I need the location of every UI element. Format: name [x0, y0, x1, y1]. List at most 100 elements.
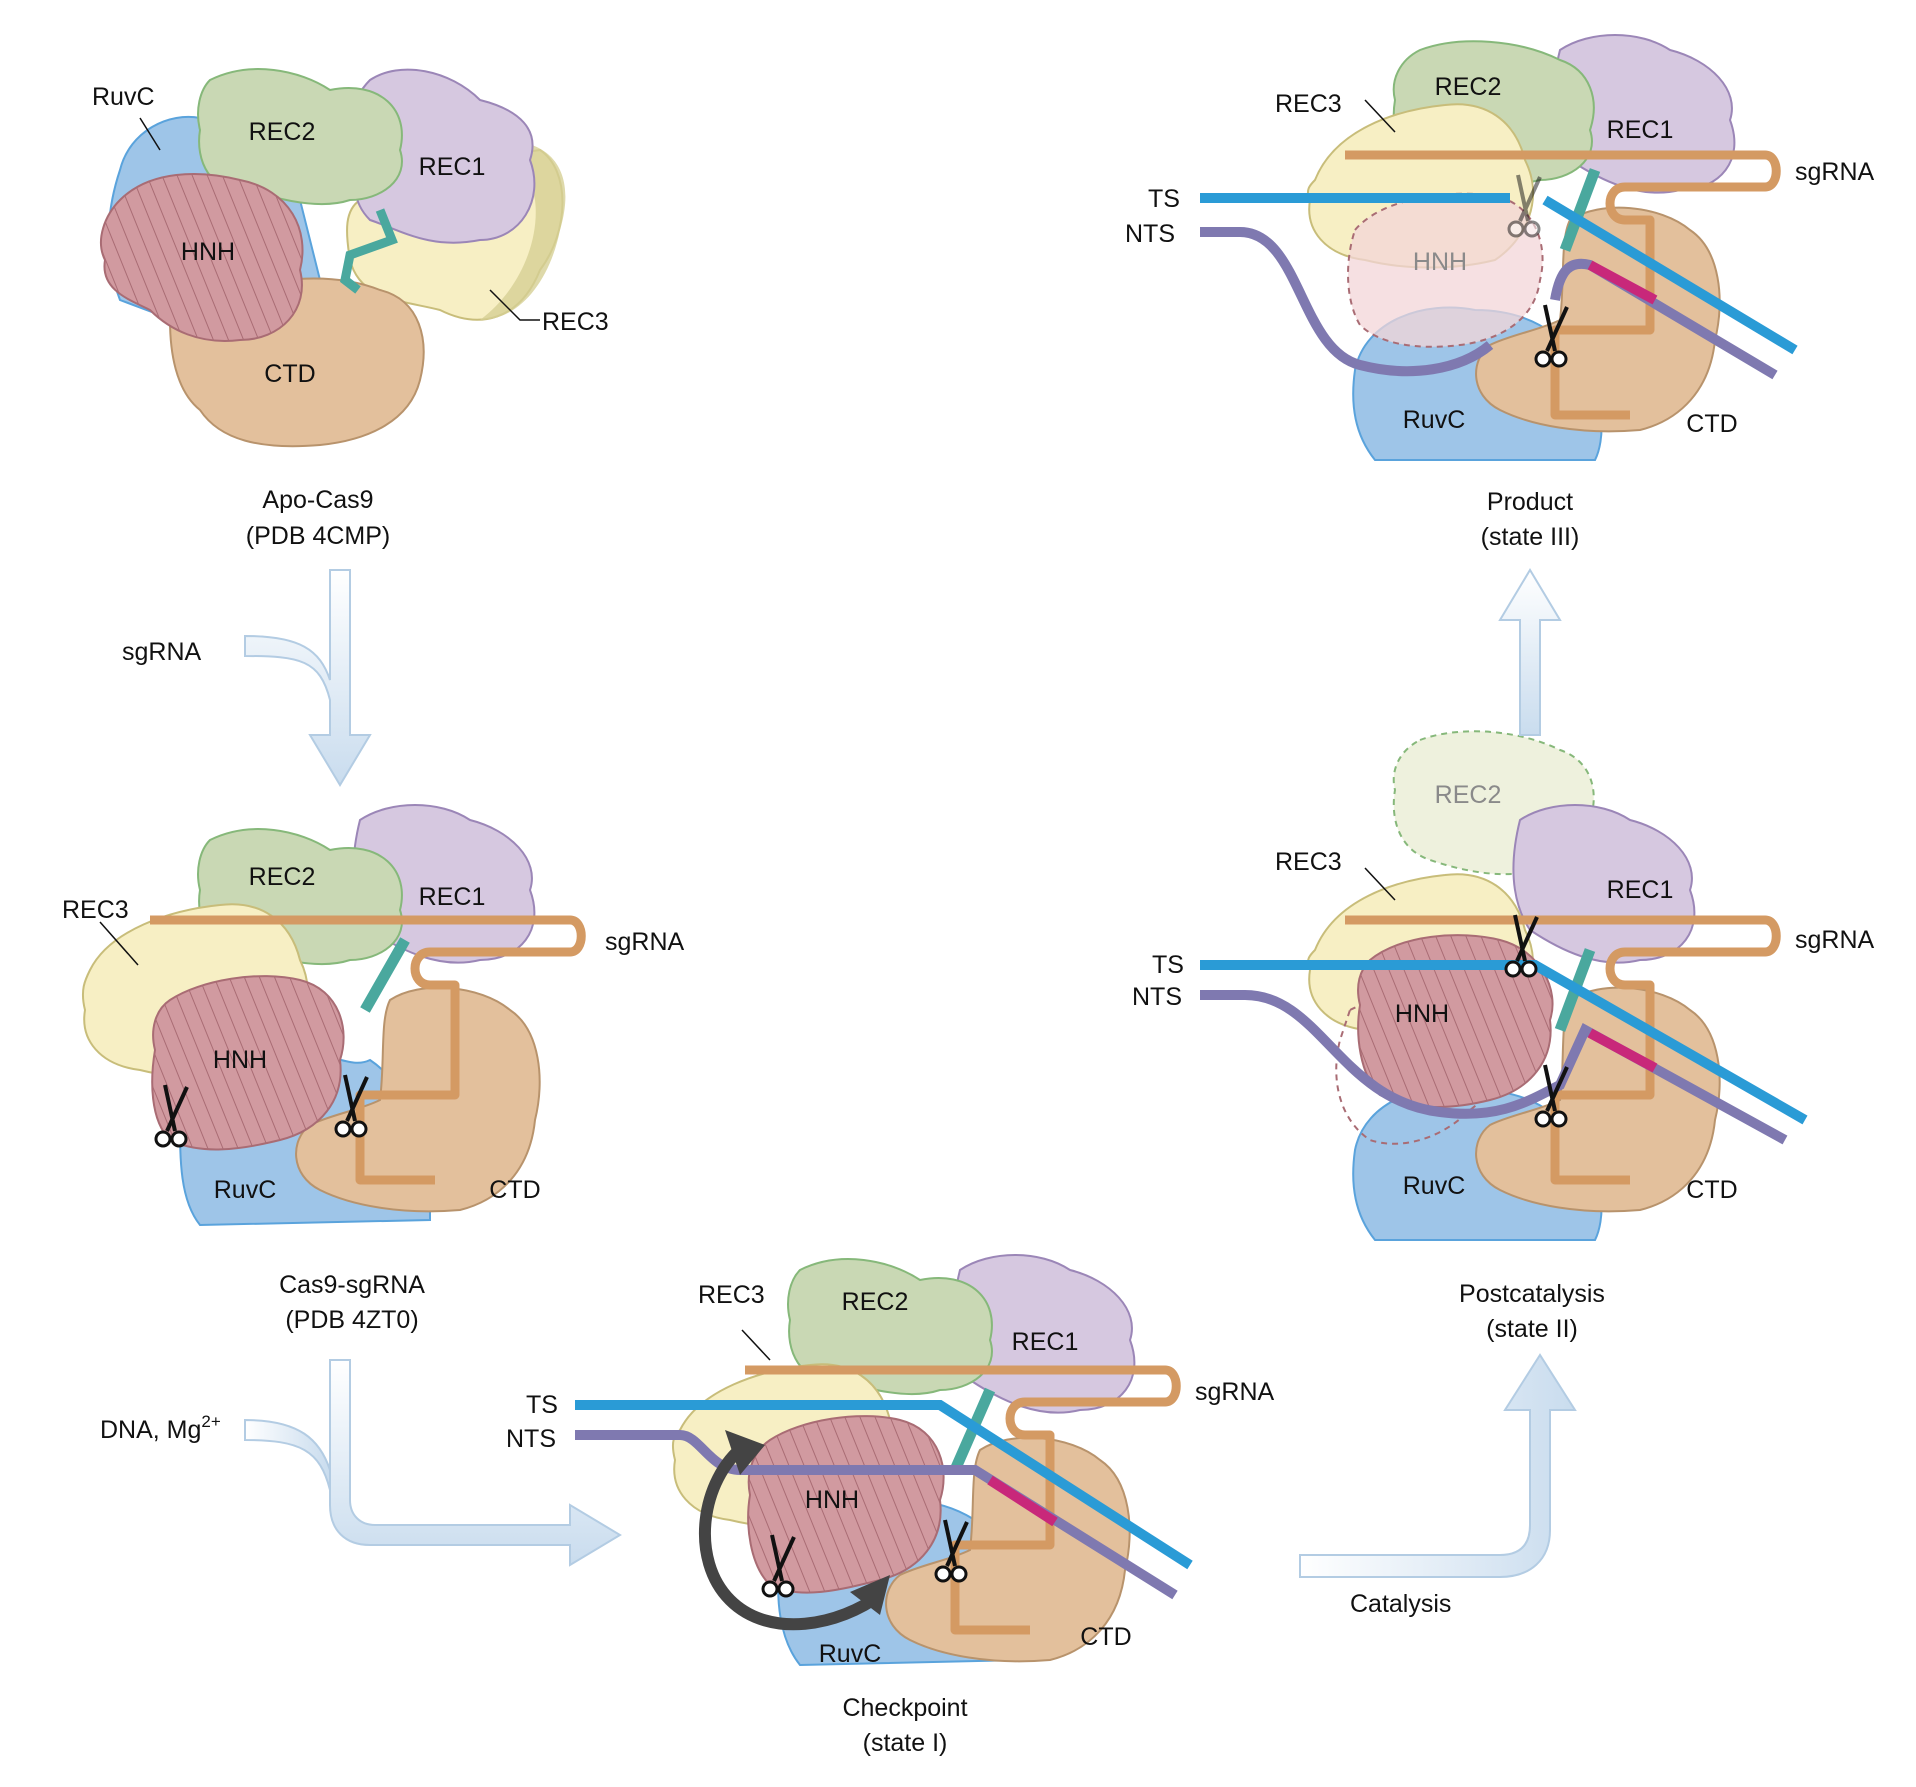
apo-caption-line2: (PDB 4CMP)	[246, 522, 390, 550]
rec3-leader-line	[99, 921, 139, 966]
ts-strand	[575, 1400, 1193, 1570]
step2-superscript: 2+	[201, 1412, 220, 1431]
state-product: REC3 REC2 REC1 HNH RuvC CTD sgRNA TS NTS…	[1125, 34, 1875, 551]
transition-arrow-icon	[244, 1418, 331, 1491]
linker-helix	[1559, 168, 1601, 252]
rec3-leader-line	[741, 1329, 771, 1361]
ruvc-label: RuvC	[214, 1176, 277, 1204]
rec2-label: REC2	[1435, 73, 1502, 101]
nts-label: NTS	[1132, 983, 1182, 1011]
transition-arrow-dna: DNA, Mg2+	[100, 1359, 622, 1567]
ctd-label: CTD	[1080, 1623, 1131, 1651]
sgrna-label: sgRNA	[1795, 158, 1875, 186]
ruvc-leader-line	[139, 117, 161, 151]
rec2-ghost-label: REC2	[1435, 781, 1502, 809]
linker-helix	[340, 208, 398, 294]
transition-arrow-release	[1498, 568, 1562, 736]
nts-label: NTS	[506, 1425, 556, 1453]
rotation-arrow-head	[725, 1430, 765, 1475]
ts-label: TS	[526, 1391, 558, 1419]
product-caption-line2: (state III)	[1481, 523, 1580, 551]
transition-arrow-icon	[1498, 568, 1562, 736]
linker-helix	[360, 937, 410, 1013]
ts-label: TS	[1152, 951, 1184, 979]
ctd-label: CTD	[1686, 410, 1737, 438]
state-binary: REC3 REC2 REC1 HNH RuvC CTD sgRNA Cas9-s…	[62, 804, 685, 1334]
step3-label: Catalysis	[1350, 1590, 1451, 1618]
transition-arrow-catalysis: Catalysis	[1299, 1353, 1577, 1618]
rec1-label: REC1	[419, 153, 486, 181]
postcatalysis-caption-line1: Postcatalysis	[1459, 1280, 1605, 1308]
sgrna-strand	[1345, 915, 1781, 1185]
rec3-outer	[480, 140, 566, 320]
rec3-label: REC3	[1275, 90, 1342, 118]
pam-segment	[1587, 1028, 1658, 1073]
rec3-label: REC3	[1275, 848, 1342, 876]
rec2-domain	[197, 68, 403, 206]
hnh-label: HNH	[213, 1046, 267, 1074]
state-checkpoint: REC3 REC2 REC1 HNH RuvC CTD sgRNA TS NTS…	[506, 1254, 1275, 1757]
hnh-label: HNH	[805, 1486, 859, 1514]
rec3-label: REC3	[698, 1281, 765, 1309]
rec2-label: REC2	[842, 1288, 909, 1316]
rec1-label: REC1	[419, 883, 486, 911]
rec2-label: REC2	[249, 863, 316, 891]
rec2-domain	[787, 1258, 993, 1396]
apo-caption-line1: Apo-Cas9	[262, 486, 373, 514]
ts-strand-cleaved	[1542, 195, 1798, 355]
nts-strand	[1200, 227, 1494, 377]
transition-arrow-icon	[1299, 1353, 1577, 1578]
hnh-ghost-label: HNH	[1413, 248, 1467, 276]
transition-arrow-icon	[329, 1359, 622, 1567]
step2-label: DNA, Mg2+	[100, 1412, 221, 1444]
hnh-domain	[1357, 934, 1554, 1108]
rotation-arrow-icon	[698, 1440, 884, 1631]
postcatalysis-caption-line2: (state II)	[1486, 1315, 1578, 1343]
ctd-label: CTD	[264, 360, 315, 388]
pam-segment	[987, 1475, 1058, 1527]
hnh-domain	[747, 1415, 945, 1594]
binary-caption-line2: (PDB 4ZT0)	[285, 1306, 418, 1334]
ctd-label: CTD	[1686, 1176, 1737, 1204]
step2-main: DNA, Mg	[100, 1416, 201, 1444]
nts-strand	[1200, 990, 1788, 1145]
state-apo: RuvC REC2 REC1 HNH CTD REC3 Apo-Cas9 (PD…	[92, 68, 609, 550]
hnh-domain	[100, 173, 304, 342]
transition-arrow-icon	[244, 569, 372, 787]
sgrna-strand	[1345, 150, 1781, 420]
state-postcatalysis: REC3 REC2 REC1 HNH RuvC CTD sgRNA TS NTS…	[1132, 730, 1875, 1343]
rotation-arrow-head	[850, 1575, 890, 1615]
nts-strand-cleaved	[1550, 258, 1778, 380]
ruvc-label: RuvC	[92, 83, 155, 111]
ruvc-label: RuvC	[1403, 1172, 1466, 1200]
hnh-label: HNH	[181, 238, 235, 266]
rec3-label: REC3	[542, 308, 609, 336]
sgrna-label: sgRNA	[605, 928, 685, 956]
hnh-domain	[151, 975, 345, 1151]
rec3-leader-line	[1364, 99, 1396, 133]
rec1-label: REC1	[1607, 116, 1674, 144]
ctd-label: CTD	[489, 1176, 540, 1204]
nts-label: NTS	[1125, 220, 1175, 248]
rec3-leader-line	[1364, 867, 1396, 901]
hnh-label: HNH	[1395, 1000, 1449, 1028]
ruvc-label: RuvC	[1403, 406, 1466, 434]
ruvc-label: RuvC	[819, 1640, 882, 1668]
sgrna-strand	[745, 1365, 1181, 1635]
sgrna-label: sgRNA	[1795, 926, 1875, 954]
checkpoint-caption-line2: (state I)	[863, 1729, 948, 1757]
step1-label: sgRNA	[122, 638, 202, 666]
pam-segment	[1587, 260, 1658, 305]
rec1-label: REC1	[1607, 876, 1674, 904]
sgrna-strand	[150, 915, 586, 1185]
rec2-label: REC2	[249, 118, 316, 146]
rec1-label: REC1	[1012, 1328, 1079, 1356]
ts-label: TS	[1148, 185, 1180, 213]
sgrna-label: sgRNA	[1195, 1378, 1275, 1406]
transition-arrow-sgrna: sgRNA	[122, 569, 372, 787]
checkpoint-caption-line1: Checkpoint	[842, 1694, 967, 1722]
rec3-leader-line	[489, 289, 540, 321]
product-caption-line1: Product	[1487, 488, 1573, 516]
